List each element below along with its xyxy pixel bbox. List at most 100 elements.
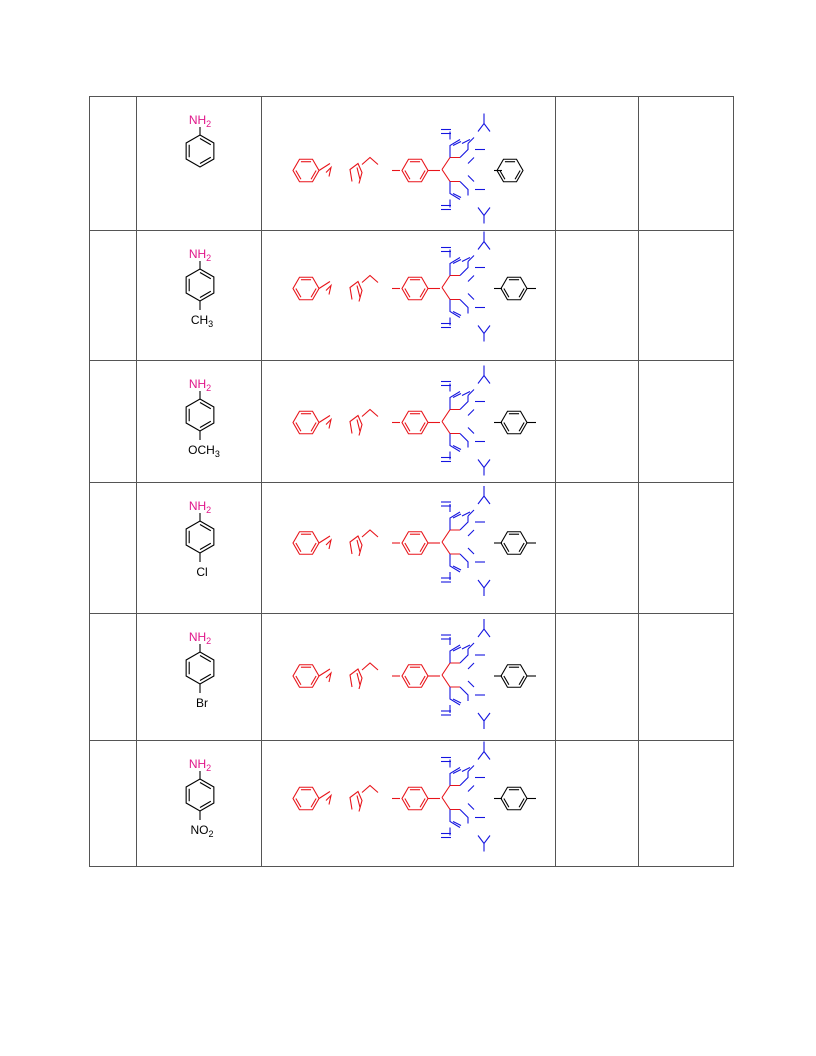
blue-bond bbox=[467, 175, 475, 182]
product-structure-cell bbox=[261, 740, 556, 867]
amine-group-label: NH2 bbox=[189, 499, 211, 515]
blue-bond bbox=[467, 157, 475, 164]
phenyl-ring-icon bbox=[292, 664, 320, 688]
terminal-ring-icon bbox=[496, 158, 524, 183]
blue-bond bbox=[467, 547, 475, 555]
red-double-bond bbox=[356, 672, 361, 686]
blue-bond bbox=[467, 765, 475, 772]
empty-cell bbox=[89, 96, 137, 231]
blue-double bbox=[452, 821, 462, 826]
aryl-ring-icon bbox=[401, 664, 429, 688]
red-double-bond bbox=[356, 167, 361, 180]
blue-bond bbox=[467, 509, 475, 517]
blue-branch-up bbox=[449, 139, 461, 158]
blue-branch-up bbox=[449, 257, 461, 276]
methine-bond-down bbox=[441, 674, 460, 688]
blue-bond bbox=[461, 511, 471, 517]
blue-bond bbox=[467, 409, 475, 416]
blue-carbonyl-top bbox=[477, 374, 491, 384]
blue-bond bbox=[467, 803, 475, 810]
methine-bond-up bbox=[441, 662, 460, 676]
methylene-linker bbox=[361, 408, 379, 417]
red-bond bbox=[318, 163, 331, 171]
methine-bond-down bbox=[441, 287, 460, 301]
methine-bond-up bbox=[441, 529, 460, 543]
amine-group-label: NH2 bbox=[189, 757, 211, 773]
blue-carbonyl-top bbox=[477, 240, 491, 250]
blue-chain-down bbox=[459, 686, 469, 701]
blue-branch-down bbox=[449, 809, 461, 828]
red-double-bond bbox=[356, 419, 361, 432]
blue-bond bbox=[467, 275, 475, 282]
terminal-ring-icon bbox=[500, 531, 528, 555]
methine-bond-down bbox=[441, 169, 460, 183]
blue-bond bbox=[467, 427, 475, 434]
blue-chain-up bbox=[459, 143, 469, 158]
blue-branch-up bbox=[449, 511, 461, 530]
methine-bond-up bbox=[441, 274, 460, 288]
amine-structure-cell: NH2 bbox=[136, 96, 262, 231]
methine-bond-up bbox=[441, 408, 460, 422]
blue-branch-down bbox=[449, 687, 461, 706]
terminal-ring-icon bbox=[500, 410, 528, 435]
substituent-label: OCH3 bbox=[188, 443, 220, 459]
blue-carbonyl-bottom bbox=[477, 459, 491, 469]
empty-cell bbox=[638, 740, 734, 867]
furan-ring-icon bbox=[349, 162, 363, 184]
aryl-ring-icon bbox=[401, 786, 429, 811]
empty-cell bbox=[555, 613, 639, 741]
carbonyl-fragment bbox=[325, 165, 332, 177]
blue-carbonyl-top bbox=[477, 122, 491, 132]
product-structure bbox=[292, 741, 536, 852]
red-double-bond bbox=[356, 285, 361, 298]
blue-bond bbox=[467, 529, 475, 537]
furan-ring-icon bbox=[349, 668, 363, 690]
blue-bond bbox=[467, 255, 475, 262]
phenyl-ring-icon bbox=[292, 531, 320, 555]
blue-chain-up bbox=[459, 649, 469, 664]
blue-bond bbox=[467, 680, 475, 688]
red-bond bbox=[318, 415, 331, 423]
phenyl-ring-icon bbox=[292, 158, 320, 183]
blue-chain-down bbox=[459, 181, 469, 196]
phenyl-ring-icon bbox=[292, 786, 320, 811]
empty-cell bbox=[555, 740, 639, 867]
methylene-linker bbox=[361, 274, 379, 283]
benzene-ring-icon bbox=[185, 651, 215, 685]
blue-bond bbox=[467, 662, 475, 670]
methylene-linker bbox=[361, 529, 379, 538]
benzene-ring-icon bbox=[185, 520, 215, 554]
product-structure-cell bbox=[261, 613, 556, 741]
methine-bond-up bbox=[441, 156, 460, 170]
furan-ring-icon bbox=[349, 790, 363, 812]
carbonyl-fragment bbox=[325, 417, 332, 429]
blue-double bbox=[452, 698, 462, 704]
blue-bond bbox=[461, 767, 471, 772]
benzene-ring-icon bbox=[185, 398, 215, 432]
empty-cell bbox=[638, 230, 734, 361]
aryl-ring-icon bbox=[401, 276, 429, 301]
empty-cell bbox=[638, 360, 734, 483]
blue-branch-down bbox=[449, 433, 461, 452]
red-bond bbox=[318, 791, 331, 799]
substituent-label: CH3 bbox=[191, 313, 213, 329]
methylene-linker bbox=[361, 784, 379, 793]
furan-ring-icon bbox=[349, 280, 363, 302]
product-structure bbox=[292, 365, 536, 476]
blue-carbonyl-bottom bbox=[477, 579, 491, 589]
blue-chain-down bbox=[459, 433, 469, 448]
empty-cell bbox=[555, 482, 639, 614]
product-structure bbox=[292, 486, 536, 596]
blue-carbonyl-bottom bbox=[477, 835, 491, 845]
blue-double bbox=[452, 311, 462, 316]
